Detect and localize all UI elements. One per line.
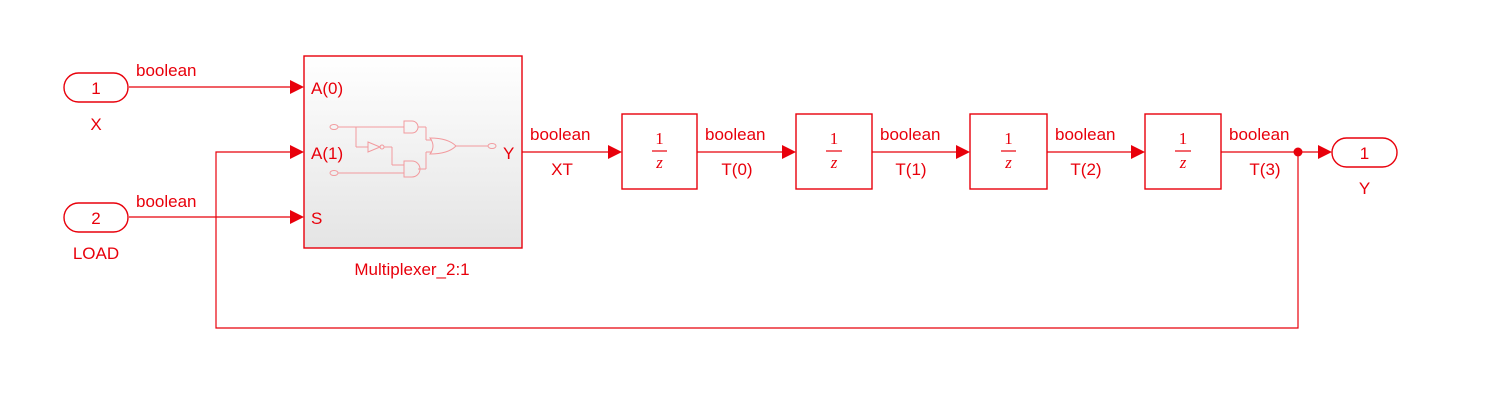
unit-delay-2-den: z (830, 153, 838, 172)
unit-delay-4[interactable]: 1 z (1144, 113, 1222, 190)
signal-t3-name: T(3) (1249, 160, 1280, 179)
unit-delay-2[interactable]: 1 z (795, 113, 873, 190)
inport-x-number: 1 (91, 79, 100, 98)
signal-t3-type: boolean (1229, 125, 1290, 144)
unit-delay-1-den: z (655, 153, 663, 172)
signal-t3[interactable]: boolean T(3) (1221, 125, 1332, 179)
signal-t2-type: boolean (1055, 125, 1116, 144)
unit-delay-1-num: 1 (655, 129, 664, 148)
signal-x[interactable]: boolean (129, 61, 304, 94)
signal-t0-name: T(0) (721, 160, 752, 179)
inport-load[interactable]: 2 LOAD (63, 202, 129, 263)
outport-y-number: 1 (1360, 144, 1369, 163)
unit-delay-4-den: z (1179, 153, 1187, 172)
inport-x[interactable]: 1 X (63, 72, 129, 134)
unit-delay-2-num: 1 (830, 129, 839, 148)
unit-delay-3-num: 1 (1004, 129, 1013, 148)
mux-input-a0: A(0) (311, 79, 343, 98)
outport-y-name: Y (1359, 179, 1370, 198)
signal-xt-type: boolean (530, 125, 591, 144)
mux-name: Multiplexer_2:1 (354, 260, 469, 279)
mux-input-a1: A(1) (311, 144, 343, 163)
signal-t0[interactable]: boolean T(0) (697, 125, 796, 179)
unit-delay-3-den: z (1004, 153, 1012, 172)
signal-t2-name: T(2) (1070, 160, 1101, 179)
mux-logic-icon (329, 120, 497, 178)
signal-t1-type: boolean (880, 125, 941, 144)
signal-x-type: boolean (136, 61, 197, 80)
signal-t1-name: T(1) (895, 160, 926, 179)
outport-y[interactable]: 1 Y (1331, 137, 1398, 198)
mux-input-s: S (311, 209, 322, 228)
inport-load-number: 2 (91, 209, 100, 228)
unit-delay-1[interactable]: 1 z (621, 113, 698, 190)
signal-xt[interactable]: boolean XT (522, 125, 622, 179)
signal-t0-type: boolean (705, 125, 766, 144)
signal-load-type: boolean (136, 192, 197, 211)
unit-delay-4-num: 1 (1179, 129, 1188, 148)
signal-t1[interactable]: boolean T(1) (872, 125, 970, 179)
signal-xt-name: XT (551, 160, 573, 179)
inport-load-name: LOAD (73, 244, 119, 263)
branch-point (1293, 147, 1303, 157)
signal-feedback[interactable] (215, 145, 1299, 329)
mux-output-y: Y (503, 144, 514, 163)
unit-delay-3[interactable]: 1 z (969, 113, 1048, 190)
inport-x-name: X (90, 115, 101, 134)
signal-load[interactable]: boolean (129, 192, 304, 224)
signal-t2[interactable]: boolean T(2) (1047, 125, 1145, 179)
multiplexer-block[interactable]: A(0) A(1) S Y (303, 55, 523, 279)
